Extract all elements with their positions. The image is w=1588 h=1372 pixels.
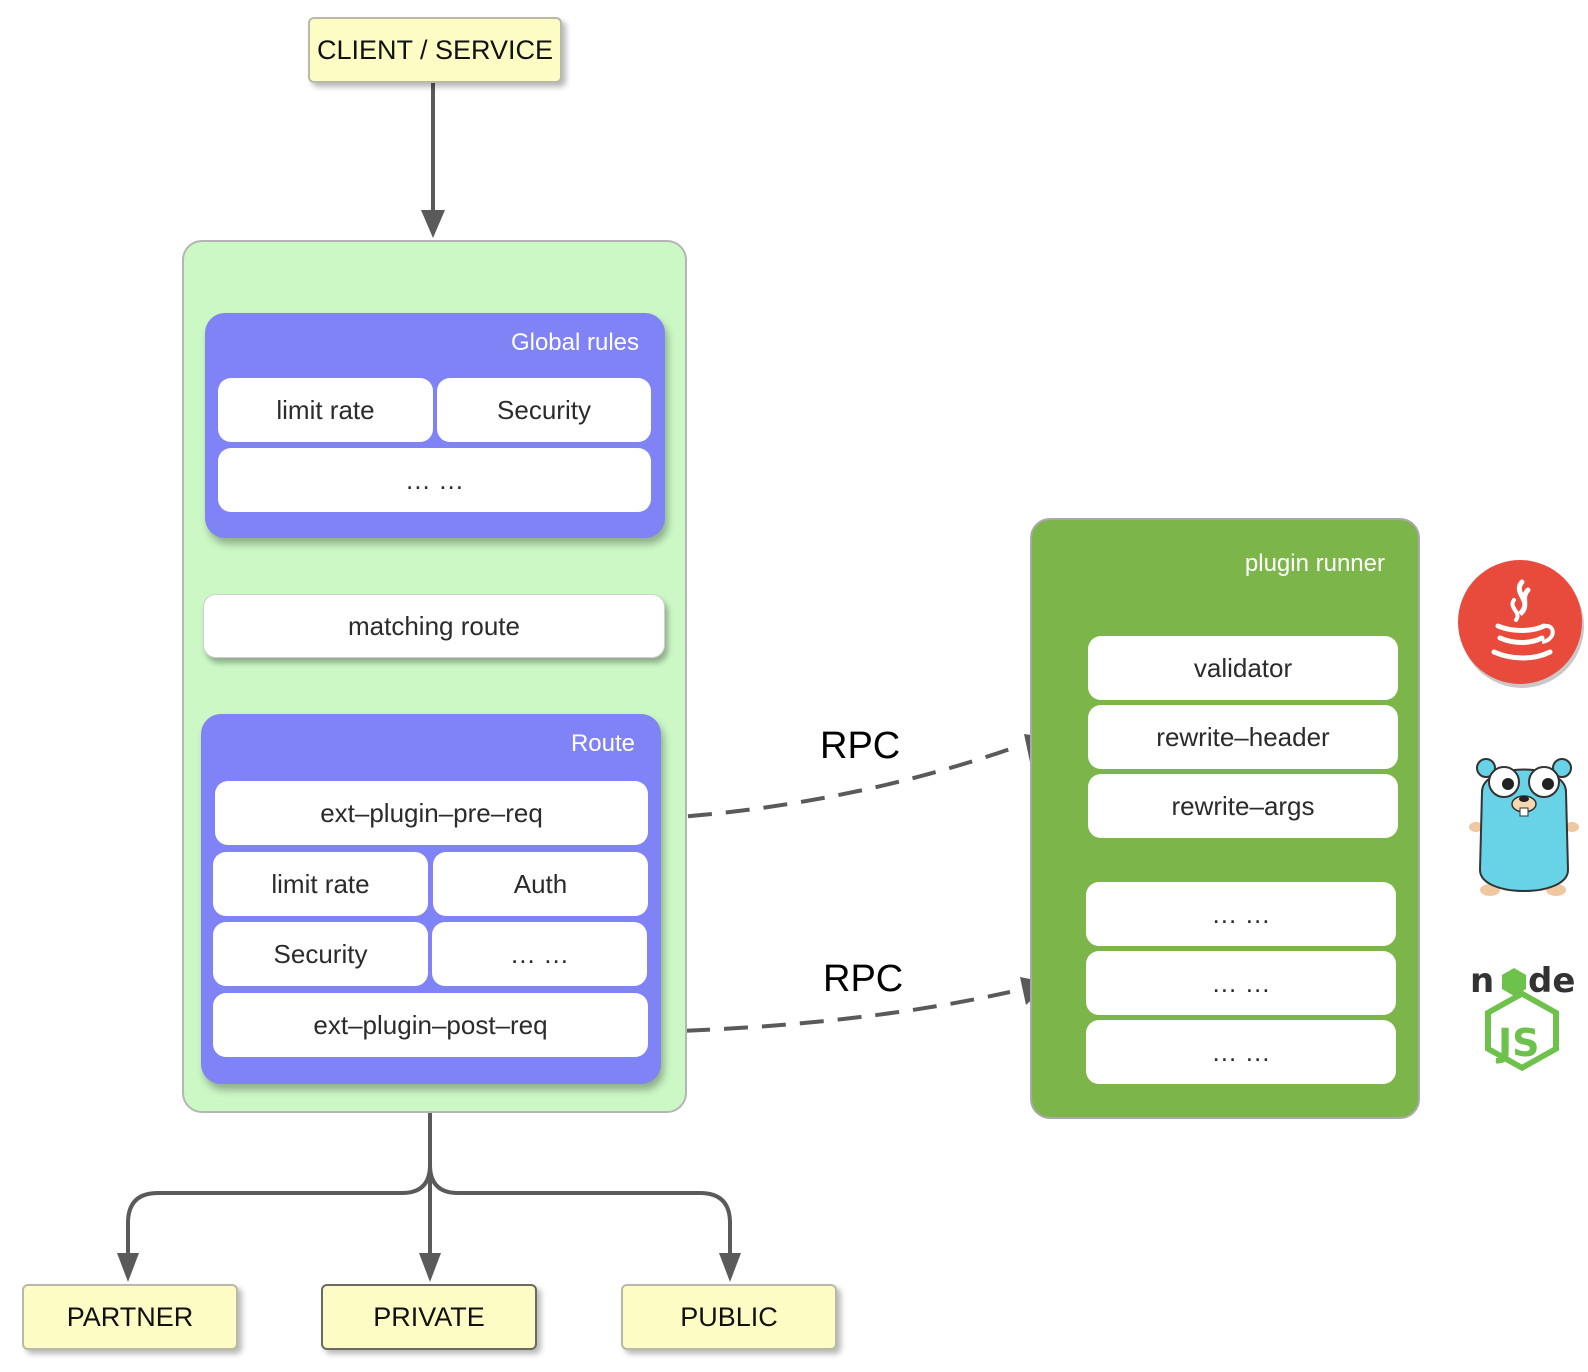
- svg-text:de: de: [1528, 961, 1575, 1001]
- partner-arrowhead: [117, 1253, 139, 1282]
- client-service-label: CLIENT / SERVICE: [316, 34, 554, 65]
- private-arrowhead: [419, 1253, 441, 1282]
- nodejs-logo-icon: n de JS: [1470, 961, 1575, 1072]
- global-plugin-more[interactable]: … …: [218, 448, 651, 512]
- branch-to-partner: [126, 1164, 432, 1255]
- global-rules-title: Global rules: [510, 329, 639, 356]
- runner-plugin-rewrite-header[interactable]: rewrite–header: [1088, 705, 1398, 769]
- runner-plugin-more-2[interactable]: … …: [1086, 951, 1396, 1015]
- client-service-node[interactable]: CLIENT / SERVICE: [308, 17, 562, 83]
- java-logo-icon: [1458, 560, 1584, 688]
- ext-plugin-post-req[interactable]: ext–plugin–post–req: [213, 993, 648, 1057]
- rpc-pre-req-dashed-arrow: [649, 747, 1011, 821]
- rpc-post-req-dashed-arrow: [647, 990, 1011, 1034]
- runner-plugin-more-3[interactable]: … …: [1086, 1020, 1396, 1084]
- public-arrowhead: [719, 1253, 741, 1282]
- route-plugin-more[interactable]: … …: [432, 922, 647, 986]
- runner-plugin-more-1[interactable]: … …: [1086, 882, 1396, 946]
- global-plugin-limit-rate[interactable]: limit rate: [218, 378, 433, 442]
- global-rules-panel: Global rules limit rate Security … …: [205, 313, 665, 538]
- runner-plugin-validator[interactable]: validator: [1088, 636, 1398, 700]
- branch-to-public: [428, 1164, 732, 1255]
- client-to-gateway-arrowhead: [421, 210, 445, 238]
- route-plugin-security[interactable]: Security: [213, 922, 428, 986]
- svg-text:JS: JS: [1495, 1021, 1540, 1065]
- runner-plugin-rewrite-args[interactable]: rewrite–args: [1088, 774, 1398, 838]
- rpc-label-top: RPC: [820, 725, 901, 767]
- plugin-runner-title: plugin runner: [1244, 550, 1385, 577]
- rpc-label-bottom: RPC: [823, 958, 904, 1000]
- go-gopher-icon: [1469, 758, 1579, 896]
- route-title: Route: [570, 730, 635, 757]
- upstream-private-node[interactable]: PRIVATE: [321, 1284, 537, 1350]
- ext-plugin-pre-req[interactable]: ext–plugin–pre–req: [215, 781, 648, 845]
- upstream-partner-label: PARTNER: [66, 1301, 194, 1332]
- upstream-public-node[interactable]: PUBLIC: [621, 1284, 837, 1350]
- route-plugin-auth[interactable]: Auth: [433, 852, 648, 916]
- upstream-partner-node[interactable]: PARTNER: [22, 1284, 238, 1350]
- upstream-public-label: PUBLIC: [680, 1301, 778, 1332]
- route-panel: Route ext–plugin–pre–req limit rate Auth…: [201, 714, 661, 1084]
- global-plugin-security[interactable]: Security: [437, 378, 651, 442]
- matching-route-step[interactable]: matching route: [203, 594, 665, 658]
- plugin-runner-container: plugin runner validator rewrite–header r…: [1030, 518, 1420, 1119]
- route-plugin-limit-rate[interactable]: limit rate: [213, 852, 428, 916]
- upstream-private-label: PRIVATE: [373, 1301, 485, 1332]
- svg-text:n: n: [1470, 961, 1494, 1001]
